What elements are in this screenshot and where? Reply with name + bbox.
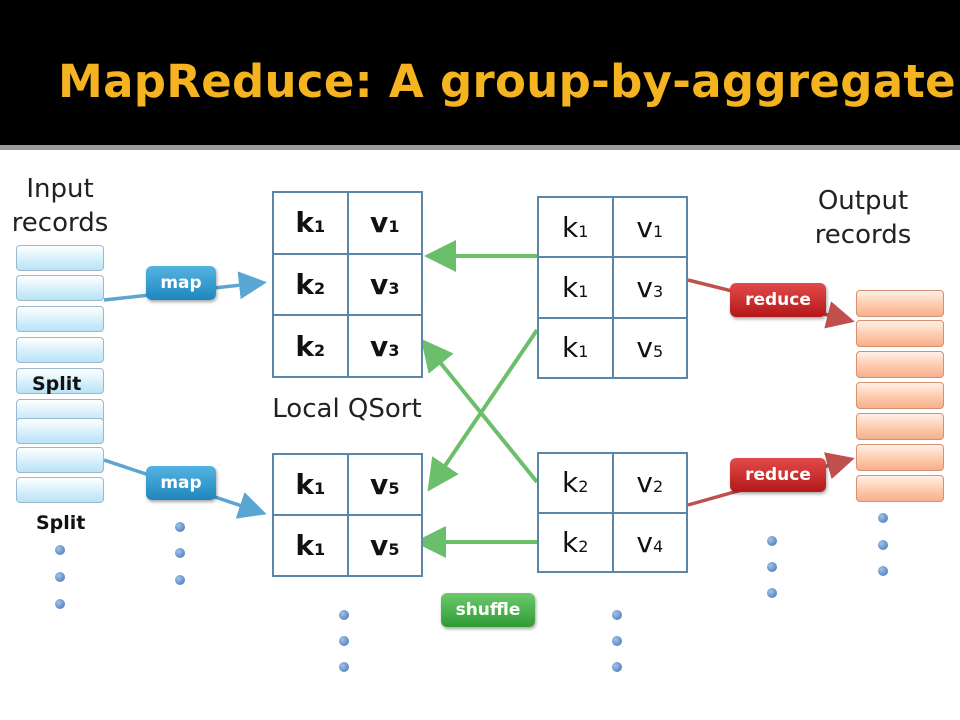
ellipsis-dot bbox=[55, 545, 65, 555]
map-button[interactable]: map bbox=[146, 466, 216, 500]
ellipsis-dot bbox=[612, 662, 622, 672]
output-records-label: Output records bbox=[808, 184, 918, 252]
reduce-button[interactable]: reduce bbox=[730, 283, 826, 317]
split-label: Split bbox=[32, 373, 82, 395]
input-record bbox=[16, 447, 104, 473]
input-record bbox=[16, 418, 104, 444]
ellipsis-dot bbox=[55, 599, 65, 609]
output-record bbox=[856, 290, 944, 317]
ellipsis-dot bbox=[878, 513, 888, 523]
ellipsis-dot bbox=[767, 562, 777, 572]
output-record bbox=[856, 320, 944, 347]
input-record bbox=[16, 245, 104, 271]
input-record bbox=[16, 368, 104, 394]
shuffle-arrow-2 bbox=[427, 328, 539, 492]
output-record bbox=[856, 444, 944, 471]
slide-title: MapReduce: A group-by-aggregate bbox=[58, 55, 957, 108]
ellipsis-dot bbox=[878, 566, 888, 576]
ellipsis-dot bbox=[767, 536, 777, 546]
ellipsis-dot bbox=[339, 662, 349, 672]
input-record bbox=[16, 337, 104, 363]
output-record bbox=[856, 475, 944, 502]
reduce-button[interactable]: reduce bbox=[730, 458, 826, 492]
split-label: Split bbox=[36, 512, 86, 534]
input-records-label: Input records bbox=[8, 172, 112, 240]
shuffle-arrow-4 bbox=[420, 338, 539, 484]
input-label-line1: Input bbox=[26, 174, 94, 204]
title-divider bbox=[0, 145, 960, 150]
ellipsis-dot bbox=[339, 636, 349, 646]
ellipsis-dot bbox=[612, 610, 622, 620]
output-record bbox=[856, 351, 944, 378]
output-label-line1: Output bbox=[817, 186, 909, 216]
ellipsis-dot bbox=[612, 636, 622, 646]
output-record bbox=[856, 413, 944, 440]
title-bar: MapReduce: A group-by-aggregate bbox=[0, 0, 960, 150]
shuffle-button[interactable]: shuffle bbox=[441, 593, 535, 627]
output-record bbox=[856, 382, 944, 409]
input-label-line2: records bbox=[11, 208, 109, 238]
output-label-line2: records bbox=[814, 220, 912, 250]
ellipsis-dot bbox=[767, 588, 777, 598]
input-record bbox=[16, 306, 104, 332]
local-qsort-label: Local QSort bbox=[272, 394, 422, 424]
ellipsis-dot bbox=[878, 540, 888, 550]
ellipsis-dot bbox=[175, 575, 185, 585]
input-record bbox=[16, 275, 104, 301]
ellipsis-dot bbox=[55, 572, 65, 582]
ellipsis-dot bbox=[175, 548, 185, 558]
map-button[interactable]: map bbox=[146, 266, 216, 300]
ellipsis-dot bbox=[339, 610, 349, 620]
input-record bbox=[16, 477, 104, 503]
ellipsis-dot bbox=[175, 522, 185, 532]
